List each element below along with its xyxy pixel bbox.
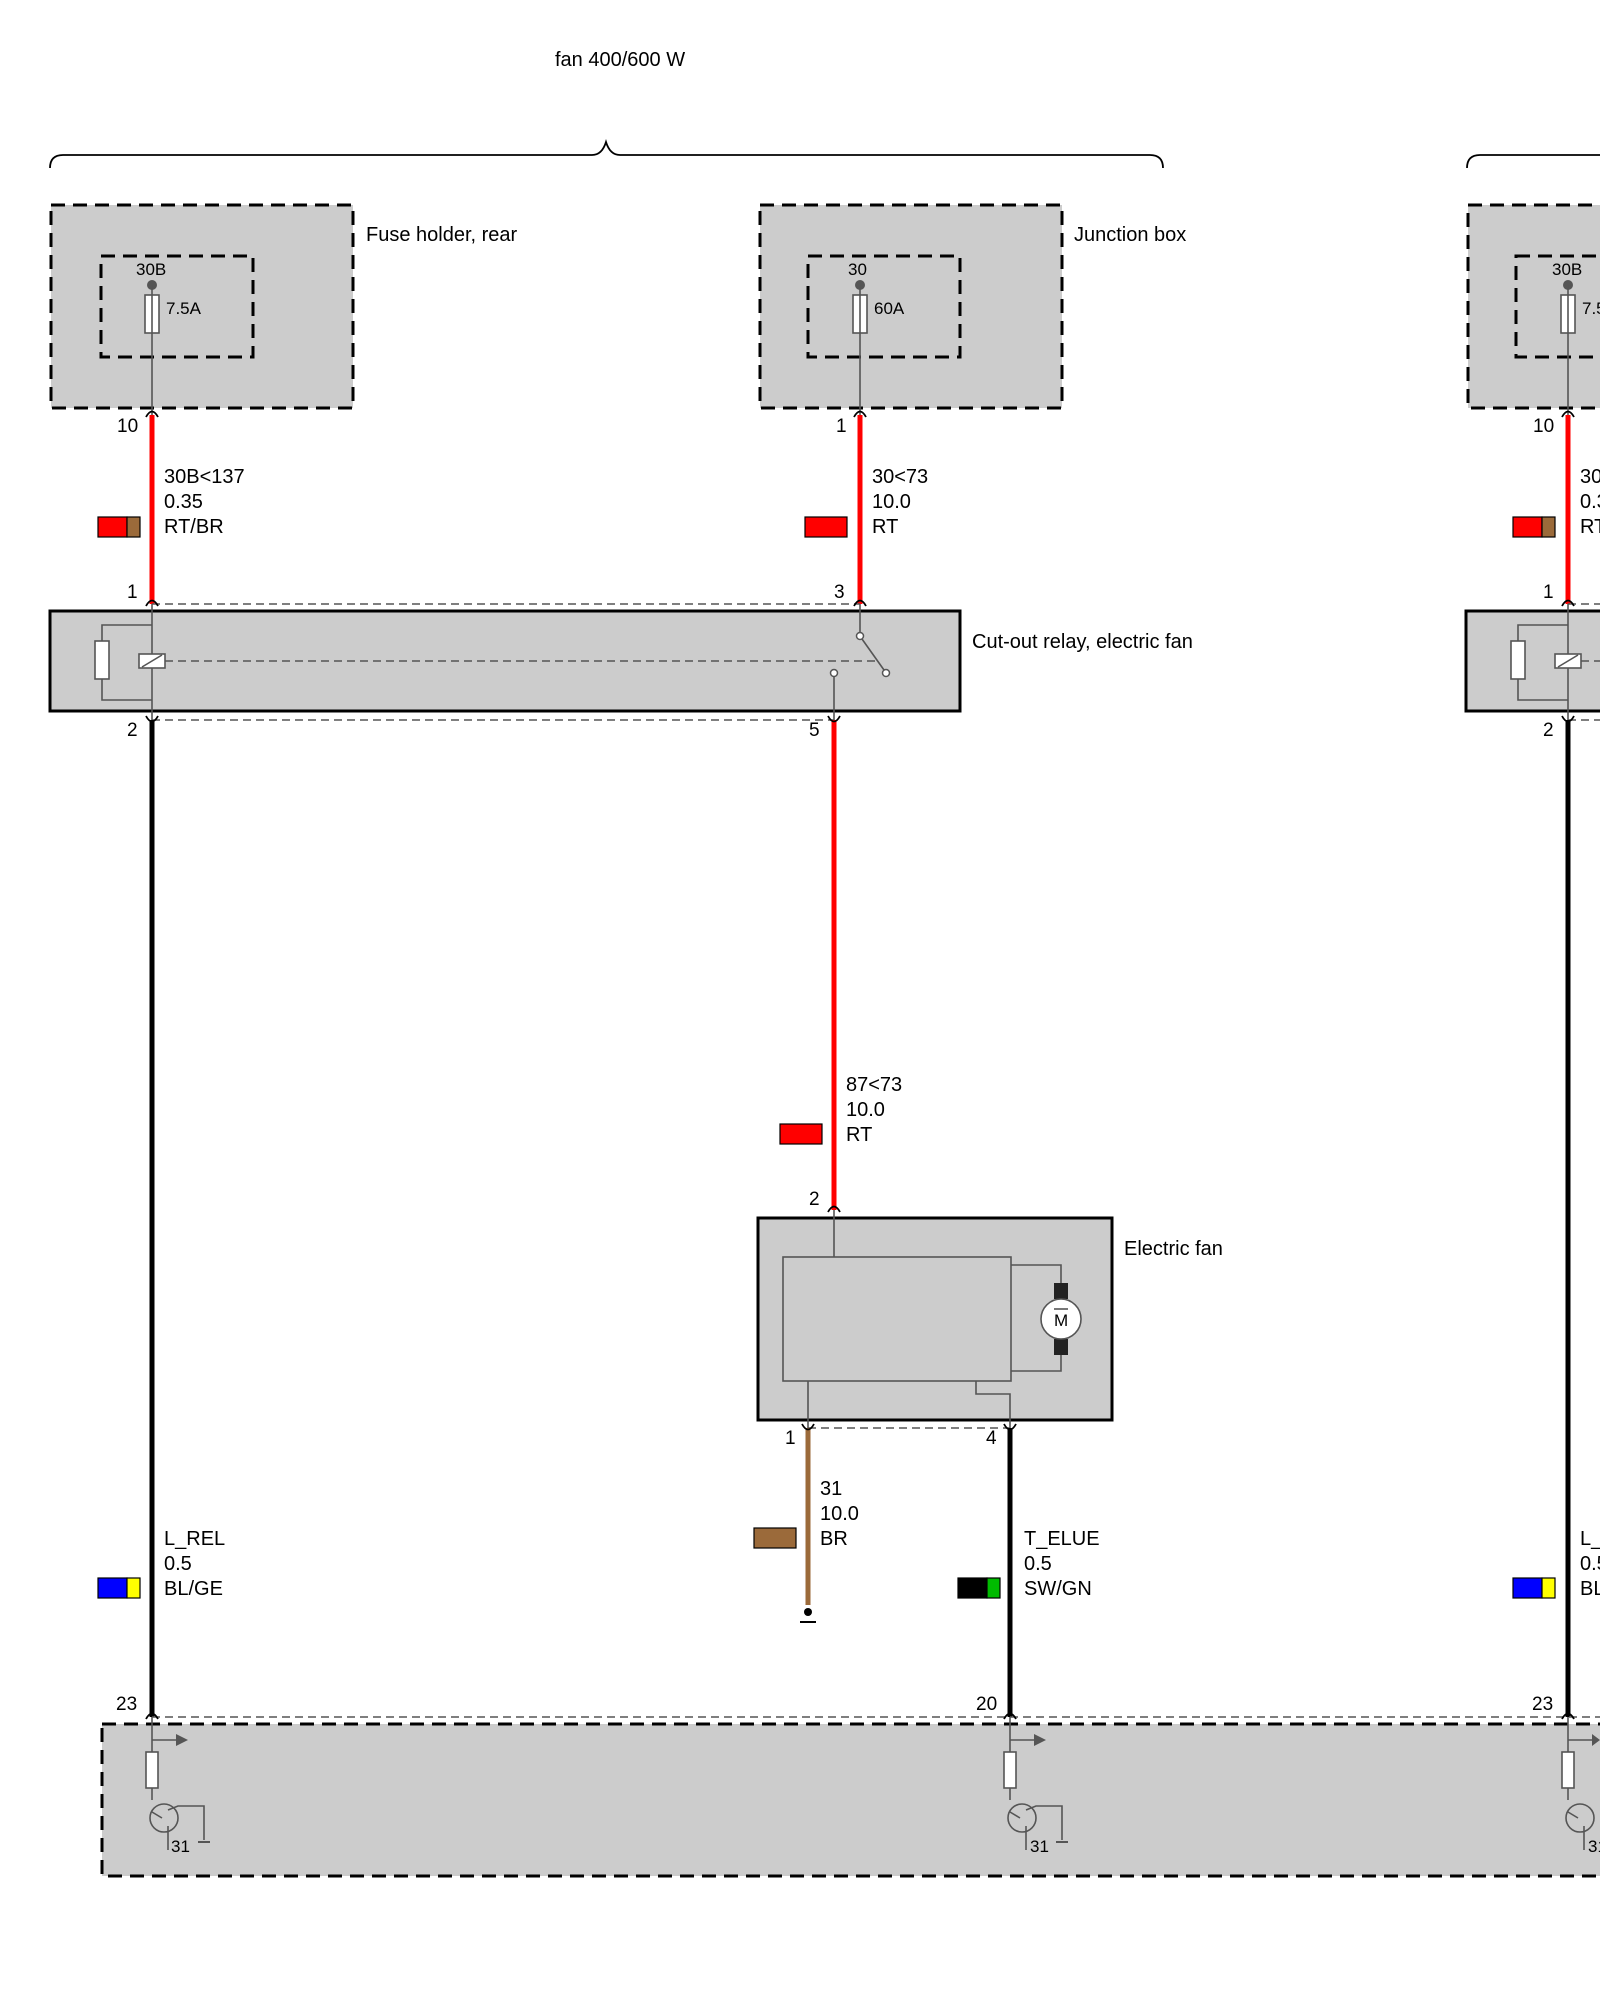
wire-label-5: L_REL 0.5 BL/GE [97, 1528, 225, 1600]
fuse-rating: 7.5A [166, 299, 202, 318]
group-brace [49, 138, 1164, 169]
color-swatch [1512, 516, 1543, 538]
transistor-stage-mid: 31 [1003, 1717, 1068, 1856]
fan-label: Electric fan [1124, 1238, 1223, 1260]
control-pin-23-right: 23 [1532, 1694, 1553, 1715]
control-pin-20: 20 [976, 1694, 997, 1715]
svg-text:0.5: 0.5 [1024, 1553, 1052, 1575]
wire-label-6: T_ELUE 0.5 SW/GN [957, 1528, 1100, 1600]
fan-pin-1: 1 [785, 1428, 796, 1449]
fuse-holder-rear: 30B 7.5A Fuse holder, rear 10 [49, 203, 518, 437]
cut-out-relay: Cut-out relay, electric fan 1 3 2 5 [48, 582, 1193, 741]
svg-text:0.35: 0.35 [164, 491, 203, 513]
fuse-holder-rear-right: 30B 7.5 10 [1466, 203, 1600, 437]
junction-box-pin: 1 [836, 416, 847, 437]
relay-pin-1: 1 [127, 582, 138, 603]
group-brace-right [1466, 154, 1600, 169]
svg-text:0.5: 0.5 [1580, 1553, 1600, 1575]
relay-pin-3: 3 [834, 582, 845, 603]
control-pin-23: 23 [116, 1694, 137, 1715]
svg-text:10.0: 10.0 [846, 1099, 885, 1121]
svg-text:87<73: 87<73 [846, 1074, 902, 1096]
svg-text:10.0: 10.0 [820, 1503, 859, 1525]
wire-label-1: 30B<137 0.35 RT/BR [97, 466, 245, 538]
svg-text:T_ELUE: T_ELUE [1024, 1528, 1100, 1550]
relay-label: Cut-out relay, electric fan [972, 631, 1193, 653]
junction-fuse-rating: 60A [874, 299, 905, 318]
svg-text:30<73: 30<73 [872, 466, 928, 488]
svg-text:BL: BL [1580, 1578, 1600, 1600]
svg-text:0.5: 0.5 [164, 1553, 192, 1575]
color-swatch [753, 1527, 797, 1549]
fuse-rating-right: 7.5 [1582, 299, 1600, 318]
fuse-terminal-right: 30B [1552, 260, 1582, 279]
svg-text:RT/BR: RT/BR [164, 516, 224, 538]
wire-label-4: 31 10.0 BR [753, 1478, 859, 1550]
control-unit: 23 20 23 31 31 [100, 1694, 1600, 1878]
svg-text:10.0: 10.0 [872, 491, 911, 513]
fuse-holder-label: Fuse holder, rear [366, 224, 518, 246]
fuse-holder-pin-right: 10 [1533, 416, 1554, 437]
relay-right-pin-1: 1 [1543, 582, 1554, 603]
transistor-stage-left: 31 [145, 1717, 210, 1856]
color-swatch [804, 516, 848, 538]
svg-text:SW/GN: SW/GN [1024, 1578, 1092, 1600]
svg-text:RT: RT [872, 516, 898, 538]
wire-label-7: 30 0.3 RT [1512, 466, 1600, 538]
wire-label-3: 87<73 10.0 RT [779, 1074, 902, 1146]
ground-label: 31 [1030, 1837, 1049, 1856]
svg-text:31: 31 [820, 1478, 842, 1500]
svg-text:RT: RT [846, 1124, 872, 1146]
junction-terminal: 30 [848, 260, 867, 279]
junction-box-label: Junction box [1074, 224, 1186, 246]
relay-pin-2: 2 [127, 720, 138, 741]
wire-label-8: L_ 0.5 BL [1512, 1528, 1600, 1600]
junction-box: 30 60A Junction box 1 [758, 203, 1186, 437]
svg-text:L_REL: L_REL [164, 1528, 225, 1550]
svg-text:L_: L_ [1580, 1528, 1600, 1550]
cut-out-relay-right: 1 2 [1464, 582, 1600, 741]
color-swatch [779, 1123, 823, 1145]
color-swatch [1512, 1577, 1543, 1599]
ground-label: 31 [171, 1837, 190, 1856]
wire-label-2: 30<73 10.0 RT [804, 466, 928, 538]
color-swatch [97, 1577, 128, 1599]
svg-text:RT: RT [1580, 516, 1600, 538]
fuse-holder-pin: 10 [117, 416, 138, 437]
svg-text:30: 30 [1580, 466, 1600, 488]
svg-text:30B<137: 30B<137 [164, 466, 245, 488]
fan-pin-4: 4 [986, 1428, 997, 1449]
relay-pin-5: 5 [809, 720, 820, 741]
relay-right-pin-2: 2 [1543, 720, 1554, 741]
svg-text:BR: BR [820, 1528, 848, 1550]
svg-text:0.3: 0.3 [1580, 491, 1600, 513]
ground-label: 31 [1588, 1837, 1600, 1856]
electric-fan: M Electric fan 2 1 4 [756, 1189, 1223, 1449]
fan-pin-2: 2 [809, 1189, 820, 1210]
color-swatch [97, 516, 128, 538]
connector-markers [145, 410, 1575, 1720]
motor-icon [1040, 1298, 1082, 1340]
diagram-title: fan 400/600 W [555, 49, 685, 71]
ground-icon [800, 1608, 816, 1623]
transistor-stage-right: 31 [1561, 1717, 1600, 1856]
fuse-terminal: 30B [136, 260, 166, 279]
color-swatch [957, 1577, 988, 1599]
svg-text:BL/GE: BL/GE [164, 1578, 223, 1600]
motor-symbol: M [1054, 1311, 1068, 1330]
